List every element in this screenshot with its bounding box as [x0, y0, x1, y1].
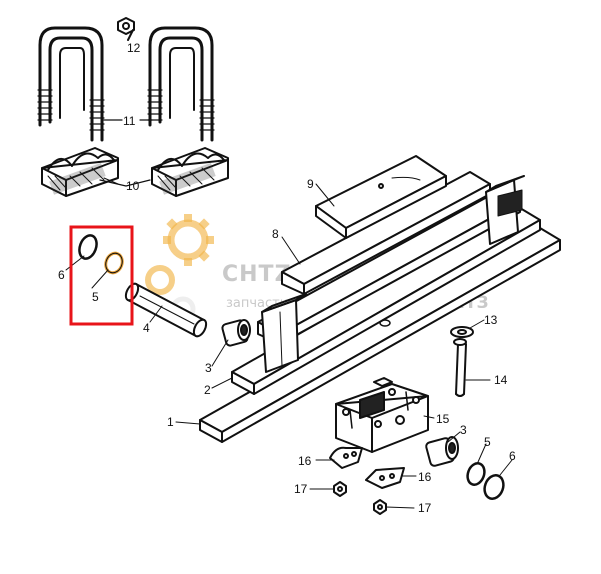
label-11: 11 [123, 114, 136, 128]
label-15: 15 [436, 412, 450, 426]
label-6-left: 6 [58, 268, 65, 282]
part-13-washer [450, 326, 474, 338]
part-8-leaf [281, 171, 491, 295]
part-15-bracket [335, 377, 429, 453]
part-17-nut-lower [373, 499, 387, 515]
part-10-clamp-plate-right [151, 147, 229, 197]
part-10-clamp-plate-left [41, 147, 119, 197]
highlight-box [69, 225, 134, 326]
label-16-left: 16 [298, 454, 312, 468]
label-14: 14 [494, 373, 508, 387]
part-5-ring-right [466, 462, 486, 486]
label-3-right: 3 [460, 423, 467, 437]
label-4: 4 [143, 321, 150, 335]
part-6-ring-right [483, 474, 505, 500]
leader-lines [65, 177, 513, 509]
part-3-bushing-right [425, 436, 459, 467]
label-12: 12 [127, 41, 141, 55]
label-9: 9 [307, 177, 314, 191]
label-5-left: 5 [92, 290, 99, 304]
part-5-ring-left [104, 251, 124, 275]
label-13: 13 [484, 313, 498, 327]
part-16-lock-plate-right [365, 467, 405, 489]
part-12-nut [117, 17, 135, 41]
leaf-spring-stack [199, 155, 561, 443]
part-16-lock-plate-left [329, 446, 363, 469]
label-17-lower: 17 [418, 501, 432, 515]
part-6-ring-left [78, 234, 98, 260]
part-11-u-bolt-left [37, 26, 105, 142]
part-11-u-bolt-right [147, 26, 215, 142]
label-8: 8 [272, 227, 279, 241]
part-17-nut-upper [333, 481, 347, 497]
part-3-bushing-left [221, 319, 251, 347]
label-6-right: 6 [509, 449, 516, 463]
label-3-left: 3 [205, 361, 212, 375]
spring-clip-right [485, 175, 525, 245]
label-1: 1 [167, 415, 174, 429]
label-16-right: 16 [418, 470, 432, 484]
part-9-top-leaf [315, 155, 447, 239]
label-10: 10 [126, 179, 140, 193]
part-labels: 12 11 10 9 8 6 5 4 3 2 1 13 14 15 3 5 6 … [58, 41, 516, 515]
label-17-upper: 17 [294, 482, 308, 496]
label-2: 2 [204, 383, 211, 397]
part-14-bolt [453, 338, 467, 397]
label-5-right: 5 [484, 435, 491, 449]
spring-clip-left [261, 293, 307, 373]
